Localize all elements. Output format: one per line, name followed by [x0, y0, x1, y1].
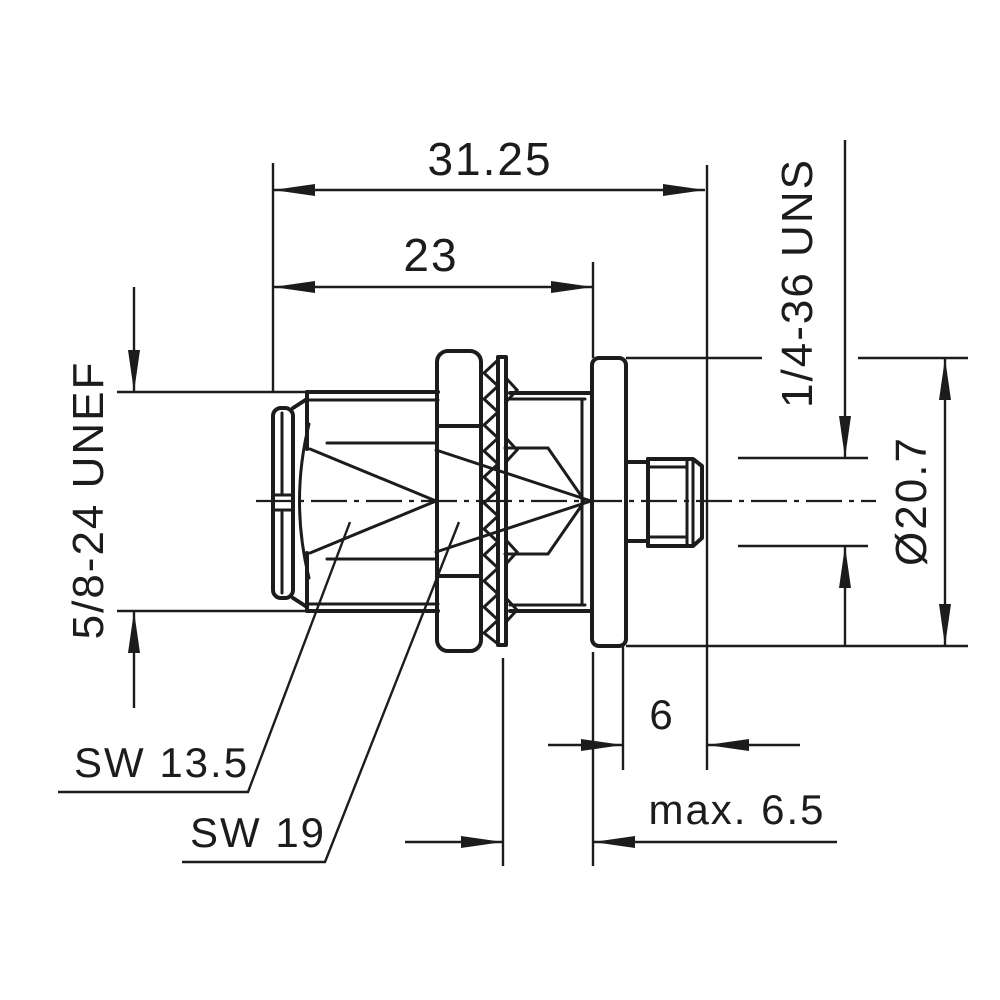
leader-line — [182, 521, 461, 864]
arrowhead — [273, 184, 315, 196]
dimension-coupling-thread: 5/8-24 UNEF — [64, 287, 307, 708]
arrowhead — [839, 546, 851, 588]
leader-wrench-small: SW 13.5 — [58, 521, 352, 794]
arrowhead — [581, 739, 623, 751]
arrowhead — [707, 739, 749, 751]
leader-line — [58, 521, 352, 794]
mounting-thread-section — [503, 391, 594, 613]
washer-tooth-right — [504, 538, 520, 566]
socket-cone-line — [308, 499, 438, 555]
mounting-flange — [590, 356, 628, 648]
dimension-flange-diameter: Ø20.7 — [626, 356, 968, 648]
arrowhead — [273, 281, 315, 293]
dimension-body-length: 23 — [273, 229, 595, 358]
arrowhead — [461, 836, 503, 848]
cap-chamfer — [291, 397, 309, 410]
arrowhead — [939, 604, 951, 646]
socket-cone-line — [308, 447, 438, 503]
dimension-rear-length: 6 — [548, 646, 800, 770]
label-wrench-large: SW 19 — [190, 809, 326, 856]
washer-plate — [496, 355, 508, 647]
dimension-panel-thickness: max. 6.5 — [405, 652, 837, 866]
dim-label-rear-length: 6 — [649, 691, 674, 738]
dim-label-overall-length: 31.25 — [427, 133, 552, 185]
arrowhead — [551, 281, 593, 293]
arrowhead — [593, 836, 635, 848]
dimension-stub-thread: 1/4-36 UNS — [738, 140, 868, 646]
arrowhead — [663, 184, 705, 196]
arrowhead — [128, 350, 140, 392]
cap-outline — [271, 406, 295, 600]
dim-label-coupling-thread: 5/8-24 UNEF — [64, 361, 113, 640]
arrowhead — [839, 416, 851, 458]
coupling-cap — [271, 397, 309, 609]
bore-funnel-line — [503, 500, 586, 556]
thread-stub — [624, 457, 704, 548]
bore-cone-line — [434, 499, 593, 554]
socket-dome-arc — [298, 422, 311, 580]
arrowhead — [128, 611, 140, 653]
label-wrench-small: SW 13.5 — [74, 739, 249, 786]
lock-washer — [481, 355, 520, 647]
cap-chamfer — [291, 596, 309, 609]
washer-teeth — [481, 358, 501, 646]
arrowhead — [939, 358, 951, 400]
washer-tooth-right — [504, 436, 520, 464]
dim-label-flange-diameter: Ø20.7 — [887, 436, 936, 566]
nut-outline — [435, 349, 483, 653]
dimension-overall-length: 31.25 — [271, 133, 709, 770]
leader-wrench-large: SW 19 — [182, 521, 461, 864]
dim-label-panel-thickness: max. 6.5 — [648, 786, 825, 833]
dim-label-stub-thread: 1/4-36 UNS — [773, 158, 822, 408]
hex-nut — [435, 349, 483, 653]
bore-funnel-line — [503, 446, 586, 502]
dim-label-body-length: 23 — [403, 229, 458, 281]
connector-body — [298, 390, 593, 613]
bore-cone-line — [434, 448, 593, 503]
